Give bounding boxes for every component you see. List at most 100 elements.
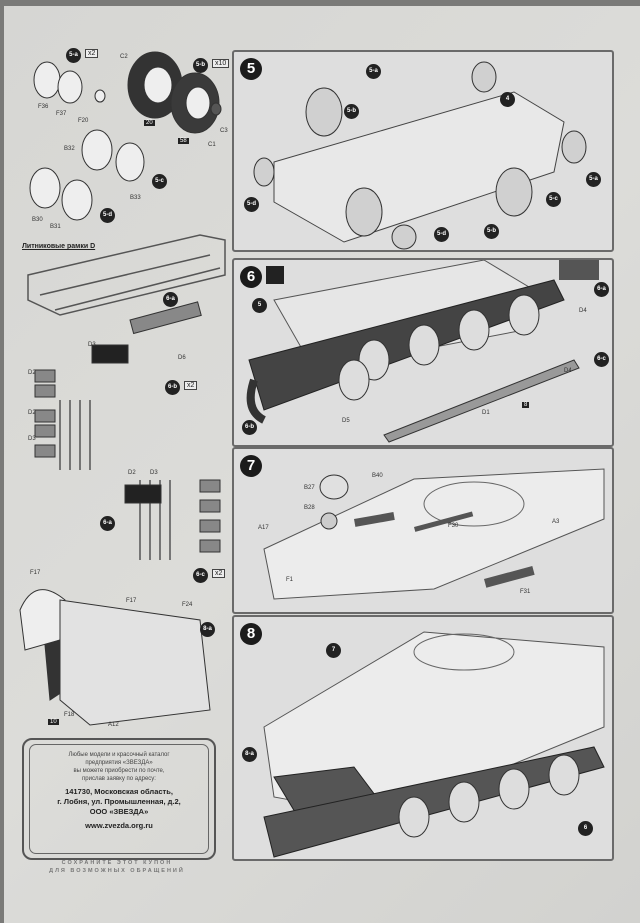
part-label: B32 [64,146,75,152]
coupon-note-line: ДЛЯ ВОЗМОЖНЫХ ОБРАЩЕНИЙ [49,868,185,874]
part-label: C3 [220,128,228,134]
coupon-address: 141730, Московская область, [65,787,173,796]
multiplier-6b: x2 [184,381,198,390]
star-marker: 20 [144,120,155,126]
multiplier-5b: x10 [212,59,230,68]
coupon-line: вы можете приобрести по почте, [73,768,165,774]
wheel-c2-disc [143,66,173,104]
part-label: B40 [372,473,383,479]
part-label: F37 [56,111,67,117]
tag-6a: 6-a [594,282,609,297]
step-5-panel: 5 5-b 5-a 4 5-a 5-c 5-d 5-b 5-d [232,50,614,252]
part-label: F17 [30,570,41,576]
tag-5d: 5-d [434,227,449,242]
tag-6: 6 [578,821,593,836]
part-label: F20 [78,118,89,124]
part-label: D2 [28,410,36,416]
part-label: D4 [579,308,587,314]
step-6-drawing [246,260,599,443]
step-6-panel: 6 5 6-a 6-c 6-b D4 D4 D1 D5 8 [232,258,614,447]
tag-8a: 8-a [242,747,257,762]
part-label: D5 [342,418,350,424]
coupon-address: г. Лобня, ул. Промышленная, д.2, [57,797,181,806]
coupon-url: www.zvezda.org.ru [85,821,153,830]
tag-6a: 6-a [100,516,115,531]
tag-5a: 5-a [66,48,81,63]
wheel-c1-disc [185,86,211,120]
tag-5a: 5-a [366,64,381,79]
part-label: B31 [50,224,61,230]
part-label: B27 [304,485,315,491]
tag-8a: 8-a [200,622,215,637]
coupon-note: СОХРАНИТЕ ЭТОТ КУПОН ДЛЯ ВОЗМОЖНЫХ ОБРАЩ… [22,859,212,875]
tag-5b: 5-b [193,58,208,73]
tag-6c: 6-c [594,352,609,367]
step-8-drawing [263,631,605,858]
step-number: 7 [240,455,262,477]
sprue-title: Литниковые рамки D [22,243,96,250]
tag-5b: 5-b [484,224,499,239]
wheel-b31 [61,179,93,221]
coupon-line: прислав заявку по адресу: [82,776,156,782]
step-5-drawing [253,61,587,250]
part-label: A17 [258,525,269,531]
part-label: D3 [150,470,158,476]
star-marker: 58 [178,138,189,144]
part-label: F24 [182,602,193,608]
multiplier-5a: x2 [85,49,99,58]
step-number: 8 [240,623,262,645]
part-label: F31 [520,589,531,595]
tag-5b: 5-b [344,104,359,119]
wheel-f36 [33,61,61,99]
wheel-b32 [81,129,113,171]
coupon-address: ООО «ЗВЕЗДА» [89,807,149,816]
step-8-panel: 8 7 8-a 6 [232,615,614,861]
tag-5c: 5-c [152,174,167,189]
coupon-line: Любые модели и красочный каталог [68,752,170,758]
part-label: F1 [286,577,294,583]
part-label: D2 [28,370,36,376]
tag-7: 7 [326,643,341,658]
track-links [34,301,221,553]
tag-5: 5 [252,298,267,313]
fenders [19,589,211,726]
star-marker: 8 [522,402,530,408]
step-7-panel: 7 B27 B28 B40 F30 A3 A17 F1 F31 [232,447,614,614]
coupon-note-line: СОХРАНИТЕ ЭТОТ КУПОН [61,860,173,866]
tag-4: 4 [500,92,515,107]
tag-6b: 6-b [242,420,257,435]
tag-6b: 6-b [165,380,180,395]
part-label: F36 [38,104,49,110]
part-label: F17 [126,598,137,604]
tag-6c: 6-c [193,568,208,583]
coupon-line: предприятия «ЗВЕЗДА» [85,760,153,766]
direction-icon [266,266,284,284]
part-label: B33 [130,195,141,201]
part-label: D3 [28,436,36,442]
tag-5d: 5-d [100,208,115,223]
part-label: F30 [448,523,459,529]
hub-c3 [210,102,222,116]
part-label: B30 [32,217,43,223]
part-label: D3 [88,342,96,348]
multiplier-6c: x2 [212,569,226,578]
tag-5a: 5-a [586,172,601,187]
tag-6a: 6-a [163,292,178,307]
wheel-f37 [57,70,83,104]
step-7-drawing [263,468,605,600]
part-label: D2 [128,470,136,476]
part-label: D1 [482,410,490,416]
part-label: C2 [120,54,128,60]
step-number: 5 [240,58,262,80]
tag-5d: 5-d [244,197,259,212]
sprue-d [27,234,226,560]
part-label: F18 [64,712,75,718]
part-label: A3 [552,519,560,525]
star-marker: 10 [48,719,59,725]
part-label: A12 [108,722,119,728]
part-label: D6 [178,355,186,361]
hub-f20 [94,89,106,103]
part-label: D4 [564,368,572,374]
step-number: 6 [240,266,262,288]
